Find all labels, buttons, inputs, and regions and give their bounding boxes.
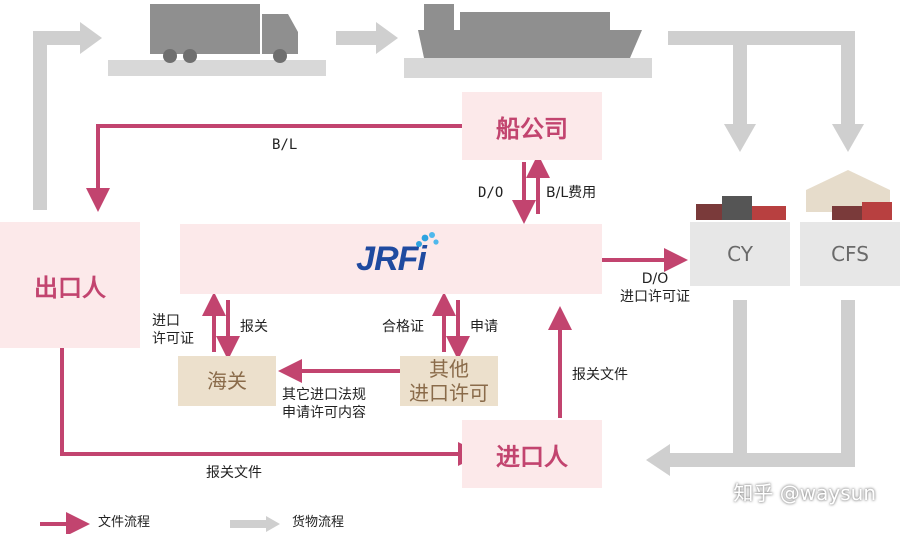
cy-label: CY — [727, 242, 753, 266]
exporter-label: 出口人 — [34, 273, 106, 302]
legend-cargo-flow: 货物流程 — [292, 515, 345, 530]
cargo-arrow-cfs-to-importer — [740, 300, 855, 467]
cfs-label: CFS — [831, 242, 869, 266]
label-do: D/O — [478, 185, 504, 201]
customs-label: 海关 — [207, 369, 247, 393]
legend-document-flow: 文件流程 — [98, 515, 151, 530]
label-bl: B/L — [272, 137, 298, 153]
label-bl-fee: B/L费用 — [546, 185, 597, 201]
do-permit-line1: D/O — [641, 271, 669, 287]
import-permit-line1: 进口 — [152, 313, 180, 329]
cargo-arrow-exporter-to-truck — [33, 31, 82, 210]
ship-icon — [404, 4, 652, 78]
label-declare-docs-bottom: 报关文件 — [206, 465, 262, 481]
other-laws-line2: 申请许可内容 — [282, 405, 366, 421]
label-declare-docs-importer: 报关文件 — [572, 367, 628, 383]
node-customs: 海关 — [178, 356, 276, 406]
arrow-declare-docs — [60, 346, 482, 466]
cargo-arrow-cy-to-importer — [668, 300, 747, 467]
node-cfs: CFS — [800, 222, 900, 286]
arrow-bl — [86, 124, 462, 212]
legend-cargo-arrow-shape — [230, 516, 280, 532]
node-cy: CY — [690, 222, 790, 286]
jrfi-logo: JRFi — [356, 231, 439, 279]
label-other-laws: 其它进口法规 申请许可内容 — [282, 386, 366, 422]
other-permit-line2: 进口许可 — [409, 381, 489, 405]
label-import-permit: 进口 许可证 — [152, 312, 194, 348]
label-do-permit: D/O 进口许可证 — [620, 270, 690, 306]
label-apply: 申请 — [470, 319, 498, 335]
other-laws-line1: 其它进口法规 — [282, 387, 366, 403]
cargo-arrow-ship-to-cfs — [668, 31, 855, 126]
node-exporter: 出口人 — [0, 222, 140, 348]
other-permit-line1: 其他 — [429, 357, 469, 381]
truck-icon — [108, 4, 326, 76]
label-certificate: 合格证 — [382, 319, 424, 335]
shipping-company-label: 船公司 — [496, 114, 568, 143]
jrfi-logo-text: JRFi — [356, 239, 427, 278]
watermark: 知乎 @waysun — [733, 481, 876, 505]
cargo-flow-arrows — [33, 22, 864, 476]
node-shipping-company: 船公司 — [462, 92, 602, 160]
label-declare: 报关 — [240, 319, 268, 335]
do-permit-line2: 进口许可证 — [620, 289, 690, 305]
document-flow-arrows — [40, 124, 688, 534]
node-other-import-permit: 其他 进口许可 — [400, 356, 498, 406]
node-importer: 进口人 — [462, 420, 602, 488]
node-jrfi: JRFi — [180, 224, 602, 294]
import-permit-line2: 许可证 — [152, 331, 194, 347]
importer-label: 进口人 — [496, 442, 568, 471]
warehouse-icon — [806, 170, 892, 220]
jrfi-dots-icon — [415, 231, 439, 247]
container-stack-icon — [696, 196, 786, 220]
